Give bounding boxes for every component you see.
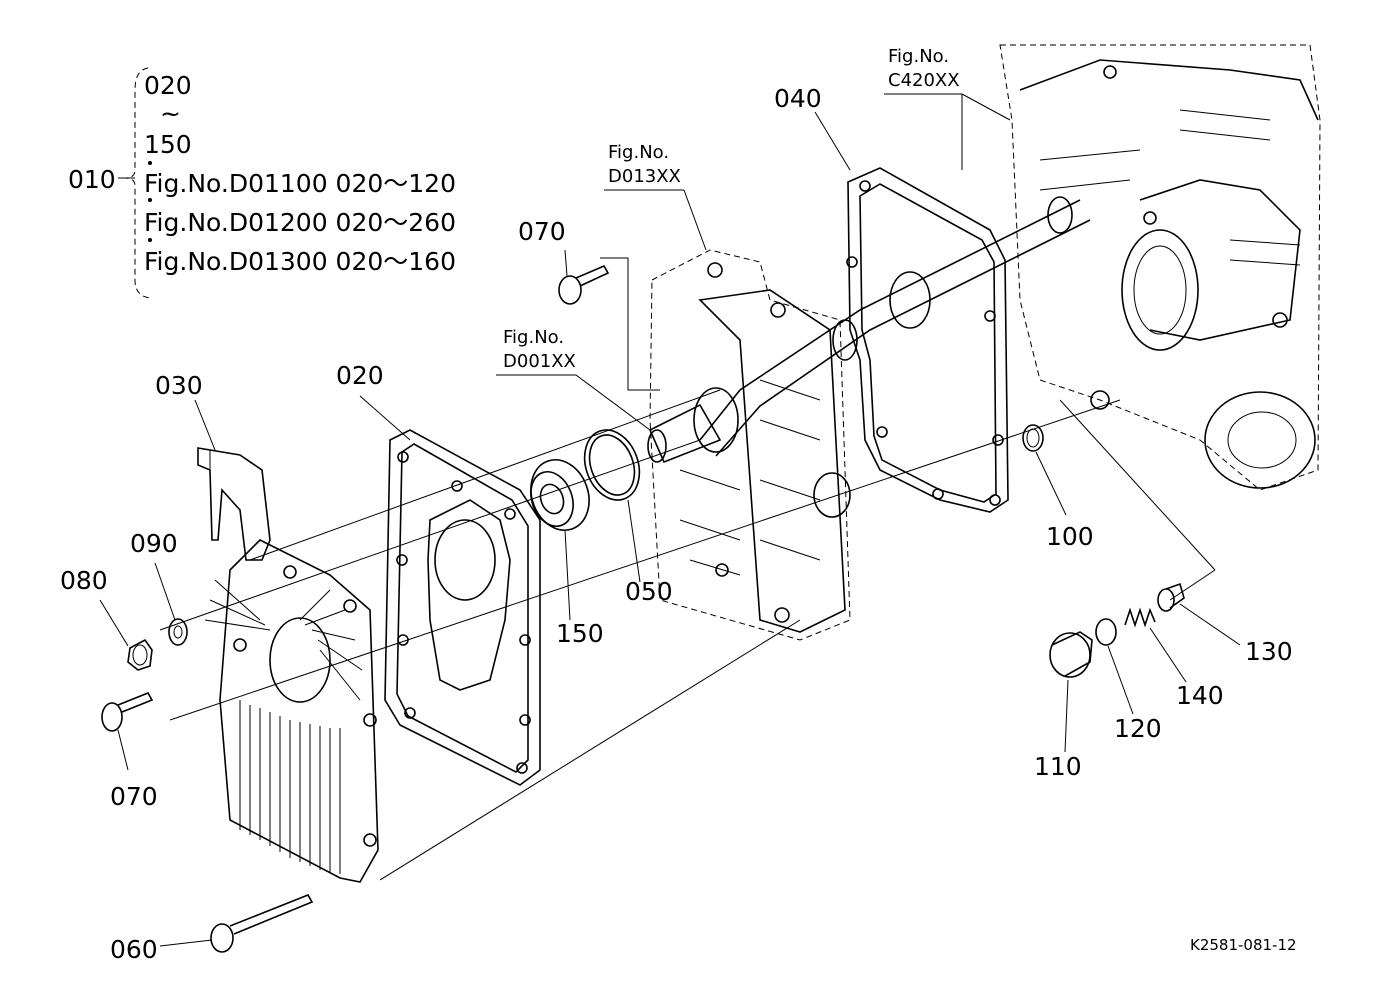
gasket-020 [384,429,541,786]
figref-d013-line1: Fig.No. [608,142,669,163]
bullet-dot [148,198,152,202]
callout-040: 040 [774,84,822,113]
fitting-130 [1157,582,1185,612]
callout-100: 100 [1046,522,1094,551]
callout-050: 050 [625,577,673,606]
bullet-dot [148,238,152,242]
callout-150: 150 [556,619,604,648]
plug-110 [1049,631,1093,678]
bolt-070-top [558,264,610,305]
callout-130: 130 [1245,637,1293,666]
callout-020: 020 [336,361,384,390]
bolt-060 [210,894,314,953]
o-ring-120 [1095,618,1117,646]
spring-140 [1124,607,1156,628]
range-tilde: ~ [160,99,181,128]
callout-110: 110 [1034,752,1082,781]
shaft [699,196,1091,457]
callout-140: 140 [1176,681,1224,710]
nut-080 [127,638,153,671]
callout-030: 030 [155,371,203,400]
cooling-cover [204,539,379,883]
callout-070-top: 070 [518,217,566,246]
o-ring-100 [1022,424,1044,452]
bullet-dot [148,161,152,165]
header-reference-block: 010 020 ~ 150 Fig.No.D01100 020～120 Fig.… [68,67,456,299]
figref-d001-line2: D001XX [503,351,576,372]
washer-090 [168,618,188,646]
bearing-150 [530,459,590,531]
callout-120: 120 [1114,714,1162,743]
figref-d001-line1: Fig.No. [503,327,564,348]
o-ring-050 [583,429,641,501]
ref-010: 010 [68,165,116,194]
figref-c420-line1: Fig.No. [888,46,949,67]
figref-c420: Fig.No. C420XX [884,46,1011,170]
range-end: 150 [144,130,192,159]
figref-d001: Fig.No. D001XX [496,327,651,431]
transmission-case [999,44,1321,491]
bolt-070-left [101,691,154,732]
fig-ref-line-3: Fig.No.D01300 020～160 [144,247,456,276]
gasket-040 [846,167,1009,513]
fig-ref-line-1: Fig.No.D01100 020～120 [144,169,456,198]
figref-d013: Fig.No. D013XX [604,142,707,251]
callout-090: 090 [130,529,178,558]
fig-ref-line-2: Fig.No.D01200 020～260 [144,208,456,237]
callout-070-bottom: 070 [110,782,158,811]
drawing-id: K2581-081-12 [1190,936,1297,954]
range-start: 020 [144,71,192,100]
callout-060: 060 [110,935,158,964]
leaders [99,111,1241,947]
figref-c420-line2: C420XX [888,70,960,91]
figref-d013-line2: D013XX [608,166,681,187]
deflector-030 [197,447,271,561]
callout-080: 080 [60,566,108,595]
valve-body-housing [647,249,851,641]
